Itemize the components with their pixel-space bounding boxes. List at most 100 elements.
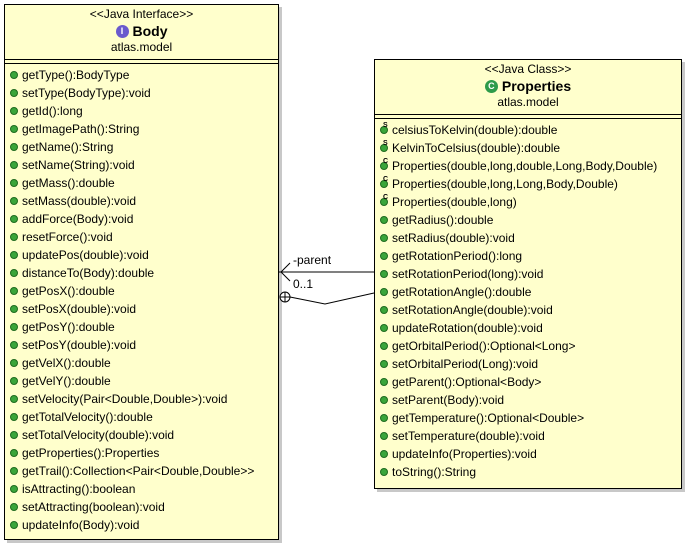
method-signature: isAttracting():boolean bbox=[22, 482, 136, 496]
method-modifier-badge: S bbox=[383, 122, 388, 129]
public-method-icon bbox=[10, 503, 18, 511]
public-method-icon bbox=[380, 270, 388, 278]
public-method-icon bbox=[380, 324, 388, 332]
method-row[interactable]: getId():long bbox=[10, 102, 278, 120]
public-method-icon bbox=[10, 287, 18, 295]
body-separator-1 bbox=[5, 59, 278, 60]
public-method-icon bbox=[10, 377, 18, 385]
method-row[interactable]: getProperties():Properties bbox=[10, 444, 278, 462]
method-row[interactable]: setTemperature(double):void bbox=[380, 427, 681, 445]
method-row[interactable]: getRotationAngle():double bbox=[380, 283, 681, 301]
body-package: atlas.model bbox=[110, 40, 173, 54]
method-signature: setTemperature(double):void bbox=[392, 429, 545, 443]
method-row[interactable]: isAttracting():boolean bbox=[10, 480, 278, 498]
arrow-head-icon bbox=[280, 262, 291, 282]
method-signature: KelvinToCelsius(double):double bbox=[392, 141, 561, 155]
method-row[interactable]: setPosX(double):void bbox=[10, 300, 278, 318]
method-row[interactable]: getType():BodyType bbox=[10, 66, 278, 84]
method-signature: getRadius():double bbox=[392, 213, 494, 227]
public-method-icon bbox=[380, 360, 388, 368]
method-signature: setAttracting(boolean):void bbox=[22, 500, 165, 514]
public-method-icon bbox=[10, 485, 18, 493]
method-row[interactable]: setPosY(double):void bbox=[10, 336, 278, 354]
method-row[interactable]: getParent():Optional<Body> bbox=[380, 373, 681, 391]
method-row[interactable]: getRadius():double bbox=[380, 211, 681, 229]
properties-class-box[interactable]: <<Java Class>> C Properties atlas.model … bbox=[374, 59, 682, 489]
body-class-name: Body bbox=[132, 23, 168, 39]
method-row[interactable]: setName(String):void bbox=[10, 156, 278, 174]
public-method-icon bbox=[10, 125, 18, 133]
method-row[interactable]: setVelocity(Pair<Double,Double>):void bbox=[10, 390, 278, 408]
method-signature: getPosY():double bbox=[22, 320, 115, 334]
public-method-icon bbox=[10, 449, 18, 457]
method-row[interactable]: getPosX():double bbox=[10, 282, 278, 300]
containment-circle-icon bbox=[279, 291, 291, 303]
public-method-icon: C bbox=[380, 158, 388, 170]
method-row[interactable]: setType(BodyType):void bbox=[10, 84, 278, 102]
properties-stereotype: <<Java Class>> bbox=[484, 62, 572, 76]
method-row[interactable]: updateRotation(double):void bbox=[380, 319, 681, 337]
method-row[interactable]: toString():String bbox=[380, 463, 681, 481]
method-signature: getTrail():Collection<Pair<Double,Double… bbox=[22, 464, 255, 478]
method-modifier-badge: C bbox=[383, 194, 389, 201]
method-row[interactable]: setRotationAngle(double):void bbox=[380, 301, 681, 319]
method-row[interactable]: getPosY():double bbox=[10, 318, 278, 336]
body-interface-box[interactable]: <<Java Interface>> I Body atlas.model ge… bbox=[4, 4, 279, 540]
method-signature: addForce(Body):void bbox=[22, 212, 134, 226]
method-row[interactable]: getTemperature():Optional<Double> bbox=[380, 409, 681, 427]
method-signature: getParent():Optional<Body> bbox=[392, 375, 542, 389]
method-row[interactable]: getVelY():double bbox=[10, 372, 278, 390]
public-method-icon bbox=[380, 216, 388, 224]
public-method-icon bbox=[10, 71, 18, 79]
method-row[interactable]: distanceTo(Body):double bbox=[10, 264, 278, 282]
method-row[interactable]: setTotalVelocity(double):void bbox=[10, 426, 278, 444]
method-row[interactable]: getRotationPeriod():long bbox=[380, 247, 681, 265]
method-row[interactable]: getTotalVelocity():double bbox=[10, 408, 278, 426]
public-method-icon bbox=[10, 341, 18, 349]
method-signature: getName():String bbox=[22, 140, 114, 154]
method-row[interactable]: updateInfo(Properties):void bbox=[380, 445, 681, 463]
method-row[interactable]: setParent(Body):void bbox=[380, 391, 681, 409]
method-row[interactable]: getOrbitalPeriod():Optional<Long> bbox=[380, 337, 681, 355]
public-method-icon bbox=[10, 179, 18, 187]
method-signature: setMass(double):void bbox=[22, 194, 137, 208]
method-row[interactable]: getImagePath():String bbox=[10, 120, 278, 138]
method-row[interactable]: setRadius(double):void bbox=[380, 229, 681, 247]
public-method-icon bbox=[10, 215, 18, 223]
method-row[interactable]: updatePos(double):void bbox=[10, 246, 278, 264]
method-row[interactable]: getMass():double bbox=[10, 174, 278, 192]
method-row[interactable]: setAttracting(boolean):void bbox=[10, 498, 278, 516]
public-method-icon bbox=[10, 107, 18, 115]
method-row[interactable]: setMass(double):void bbox=[10, 192, 278, 210]
body-separator-2 bbox=[5, 63, 278, 64]
multiplicity-label: 0..1 bbox=[293, 277, 314, 291]
public-method-icon bbox=[10, 305, 18, 313]
method-signature: setRadius(double):void bbox=[392, 231, 515, 245]
method-row[interactable]: setOrbitalPeriod(Long):void bbox=[380, 355, 681, 373]
method-row[interactable]: addForce(Body):void bbox=[10, 210, 278, 228]
public-method-icon bbox=[10, 431, 18, 439]
public-method-icon bbox=[10, 521, 18, 529]
method-signature: distanceTo(Body):double bbox=[22, 266, 155, 280]
method-row[interactable]: resetForce():void bbox=[10, 228, 278, 246]
method-row[interactable]: updateInfo(Body):void bbox=[10, 516, 278, 534]
method-row[interactable]: getName():String bbox=[10, 138, 278, 156]
method-signature: resetForce():void bbox=[22, 230, 113, 244]
method-signature: getType():BodyType bbox=[22, 68, 130, 82]
method-row[interactable]: getTrail():Collection<Pair<Double,Double… bbox=[10, 462, 278, 480]
public-method-icon bbox=[380, 450, 388, 458]
public-method-icon bbox=[10, 323, 18, 331]
public-method-icon bbox=[10, 359, 18, 367]
body-header: <<Java Interface>> I Body atlas.model bbox=[5, 5, 278, 55]
containment-line bbox=[289, 292, 375, 305]
method-row[interactable]: getVelX():double bbox=[10, 354, 278, 372]
method-signature: getImagePath():String bbox=[22, 122, 140, 136]
method-signature: getVelY():double bbox=[22, 374, 111, 388]
method-row[interactable]: setRotationPeriod(long):void bbox=[380, 265, 681, 283]
